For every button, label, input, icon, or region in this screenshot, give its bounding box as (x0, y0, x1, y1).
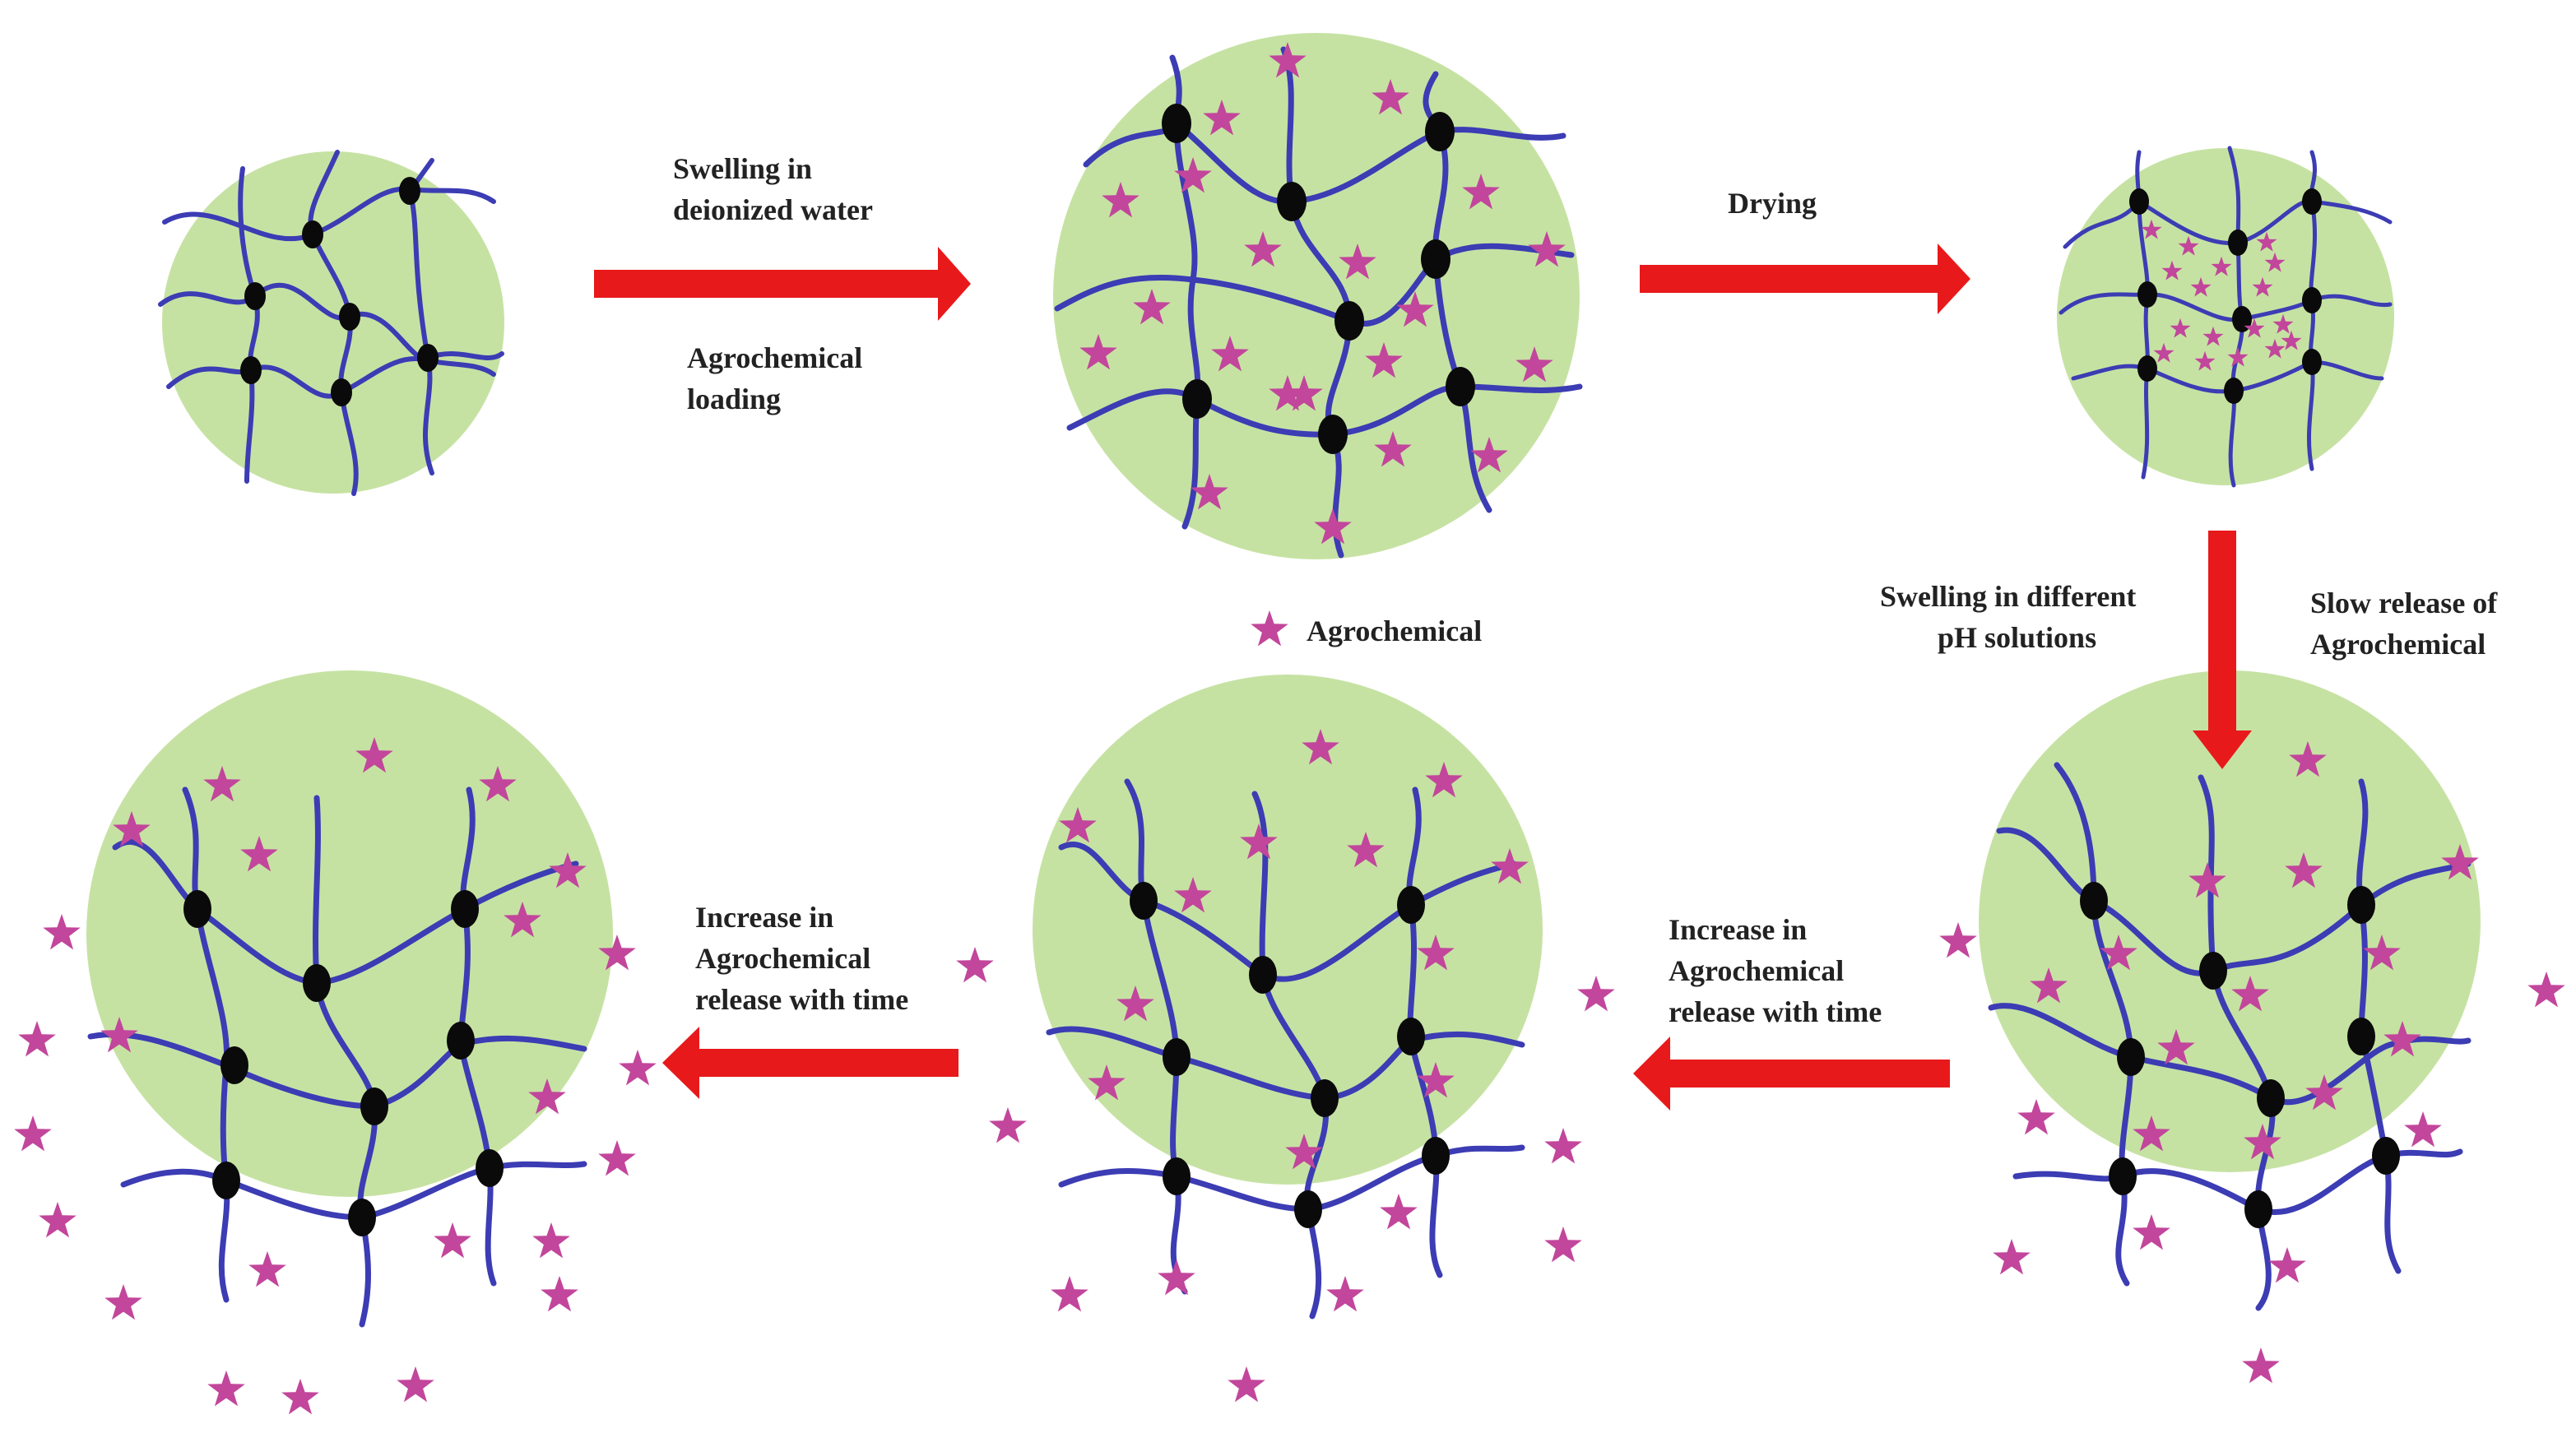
crosslink-nodes (2080, 882, 2400, 1228)
label-swelling-deionized: Swelling in deionized water (673, 148, 873, 230)
label-swelling-ph: Swelling in different pH solutions (1880, 576, 2136, 658)
crosslink-nodes (1130, 882, 1450, 1228)
label-line: Swelling in different (1880, 580, 2137, 613)
crosslink-nodes (2129, 188, 2322, 404)
hydrogel-sphere (1053, 33, 1580, 559)
label-agrochemical-loading: Agrochemical loading (687, 337, 862, 420)
arrow-right-1 (594, 247, 971, 321)
legend-label: Agrochemical (1307, 610, 1482, 652)
label-line: release with time (695, 983, 909, 1016)
label-line: Agrochemical (687, 341, 863, 374)
hydrogel-sphere (1033, 675, 1543, 1185)
hydrogel-stage-2 (1053, 33, 1583, 559)
arrow-right-2 (1640, 243, 1970, 314)
label-drying: Drying (1728, 183, 1817, 224)
label-increase-release-2: Increase in Agrochemical release with ti… (695, 897, 908, 1020)
hydrogel-stage-1 (158, 150, 504, 496)
hydrogel-stage-4 (1939, 670, 2565, 1384)
label-line: Increase in (1669, 913, 1808, 946)
label-line: Agrochemical (695, 942, 871, 975)
hydrogel-sphere (162, 151, 504, 494)
label-line: loading (687, 383, 782, 415)
hydrogel-sphere (2057, 148, 2394, 485)
crosslink-nodes (1162, 104, 1475, 454)
legend-text: Agrochemical (1307, 614, 1483, 647)
label-line: Agrochemical (1669, 954, 1845, 987)
label-slow-release: Slow release of Agrochemical (2310, 582, 2497, 665)
arrow-down (2193, 531, 2252, 769)
crosslink-nodes (240, 177, 439, 406)
label-increase-release-1: Increase in Agrochemical release with ti… (1669, 909, 1882, 1032)
label-line: release with time (1669, 995, 1882, 1028)
arrow-left-1 (1633, 1036, 1950, 1111)
label-line: deionized water (673, 193, 873, 226)
arrow-left-2 (662, 1027, 958, 1099)
legend-star-icon (1251, 610, 1288, 647)
label-line: Slow release of (2310, 587, 2498, 619)
hydrogel-stage-6 (14, 670, 657, 1415)
label-line: Swelling in (673, 152, 813, 185)
hydrogel-sphere (86, 670, 613, 1197)
label-line: Increase in (695, 901, 834, 934)
label-line: pH solutions (1938, 621, 2097, 654)
crosslink-nodes (183, 890, 504, 1236)
label-line: Drying (1728, 187, 1817, 220)
hydrogel-stage-5 (956, 675, 1615, 1403)
label-line: Agrochemical (2310, 628, 2486, 661)
hydrogel-stage-3 (2057, 146, 2394, 488)
